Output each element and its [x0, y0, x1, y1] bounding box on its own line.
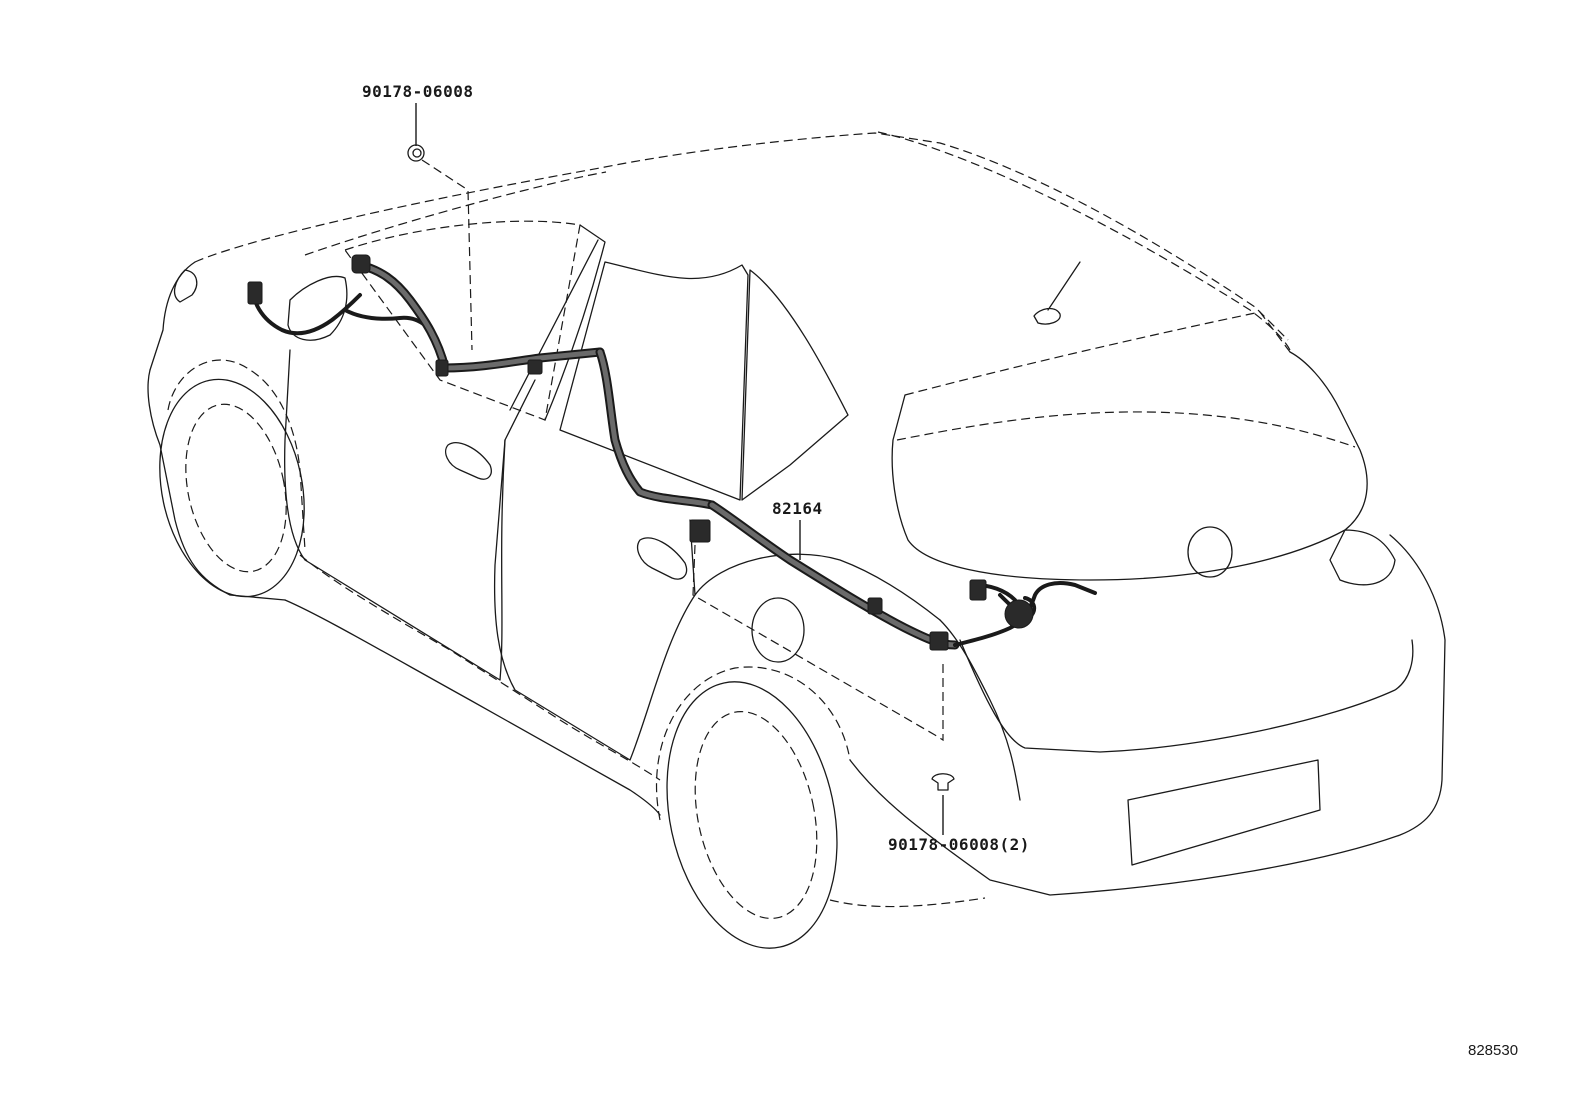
headlight: [173, 269, 198, 303]
figure-reference-number: 828530: [1468, 1042, 1519, 1059]
windshield-top: [304, 171, 607, 256]
front-connector: [351, 254, 371, 274]
rear-lower-panel: [959, 639, 1414, 753]
mirror-wire: [251, 283, 362, 336]
front-wheel-arch: [167, 359, 306, 551]
fuel-door: [751, 597, 805, 663]
rear-window: [559, 261, 749, 501]
harness-connector-b: [527, 359, 543, 375]
harness-connector-e: [929, 631, 949, 651]
wire-harness-82164: [247, 254, 1097, 651]
main-harness-front-core: [357, 262, 603, 371]
rear-bumper-lower: [829, 897, 986, 908]
front-door-handle: [445, 442, 492, 480]
roof-rear: [877, 131, 1291, 351]
clip-top-part-number: 90178-06008: [362, 82, 474, 101]
tail-grommet: [1004, 599, 1034, 629]
tail-light-right: [1329, 529, 1396, 586]
rear-wheel-inner: [694, 710, 818, 920]
car-body: [147, 131, 1446, 949]
harness-connector-c: [689, 519, 711, 543]
wire-harness-part-number: 82164: [772, 499, 823, 518]
rear-door-handle: [637, 537, 688, 580]
clip-bottom: [931, 773, 955, 791]
rear-window-top: [904, 311, 1291, 396]
rear-window-bottom: [896, 411, 1356, 448]
rocker-panel: [299, 554, 661, 781]
rear-door: [493, 439, 696, 761]
quarter-window: [741, 269, 849, 501]
rear-bumper: [849, 534, 1446, 896]
roof-antenna: [1033, 261, 1081, 325]
roof-outline: [194, 132, 1289, 341]
rear-fender: [694, 553, 941, 621]
front-door: [284, 349, 536, 681]
harness-pillar-core: [597, 349, 715, 508]
harness-rear-run: [707, 500, 960, 650]
rear-wheel-arch: [655, 666, 851, 821]
front-wheel-inner: [185, 403, 287, 573]
body-upper-side: [149, 261, 196, 371]
harness-connector-a: [435, 359, 449, 377]
rear-emblem: [1187, 526, 1233, 578]
clip-top-inner: [412, 148, 422, 158]
front-wheel-outer: [159, 378, 305, 598]
clip-bottom-shape: [931, 773, 955, 791]
license-plate: [1127, 759, 1321, 866]
harness-connector-d: [867, 597, 883, 615]
hatch-outline: [891, 351, 1368, 581]
front-fascia: [147, 369, 286, 601]
tail-connector: [969, 579, 987, 601]
mirror-connector: [247, 281, 263, 305]
clip-top: [407, 144, 425, 162]
clip-bottom-part-number: 90178-06008(2): [888, 835, 1030, 854]
rear-wheel-outer: [666, 681, 838, 949]
leader-lines: [415, 103, 944, 835]
clip-top-position-line: [421, 159, 473, 351]
b-pillar: [509, 224, 606, 421]
lower-body: [284, 599, 661, 816]
clip-bottom-position-line: [692, 544, 944, 742]
harness-rear-core: [709, 502, 958, 648]
